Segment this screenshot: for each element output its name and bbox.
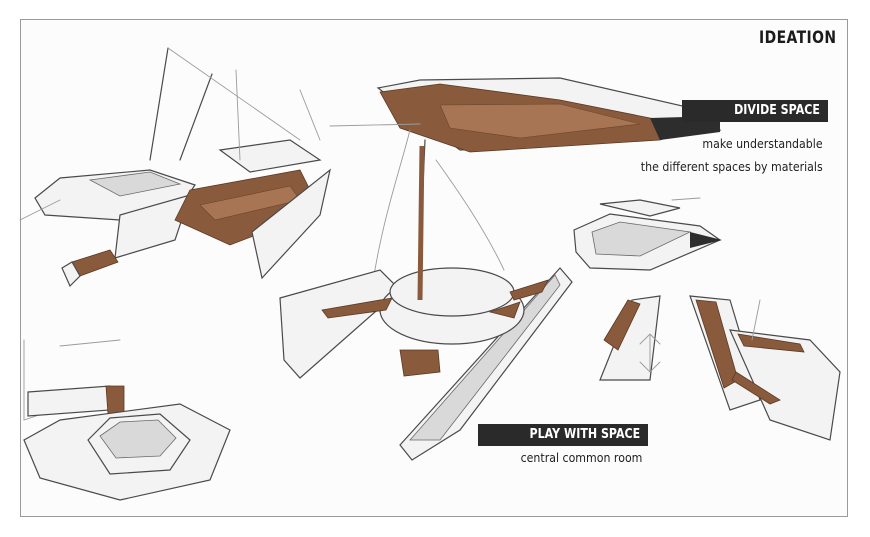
divide-space-caption-line2-text: the different spaces by materials [641, 159, 823, 174]
play-with-space-caption: central common room [504, 450, 642, 465]
divide-space-banner: DIVIDE SPACE [682, 100, 828, 122]
divide-space-caption-line2: the different spaces by materials [616, 159, 823, 174]
sketch-interior-bottom-left [23, 339, 231, 501]
board-title: IDEATION [758, 28, 836, 48]
play-with-space-caption-text: central common room [520, 450, 642, 465]
divide-space-caption-line1: make understandable [686, 136, 823, 151]
divide-space-heading: DIVIDE SPACE [734, 103, 820, 118]
sketch-hull-bottom-right [599, 295, 841, 441]
sketch-deck-divide-space [329, 77, 722, 153]
sketch-catamaran-top-left [19, 47, 331, 288]
sketch-pod-right [573, 197, 722, 271]
play-with-space-heading: PLAY WITH SPACE [529, 427, 640, 442]
divide-space-caption-line1-text: make understandable [702, 136, 823, 151]
sketch-catamaran-central-room [279, 129, 573, 461]
play-with-space-banner: PLAY WITH SPACE [478, 424, 648, 446]
